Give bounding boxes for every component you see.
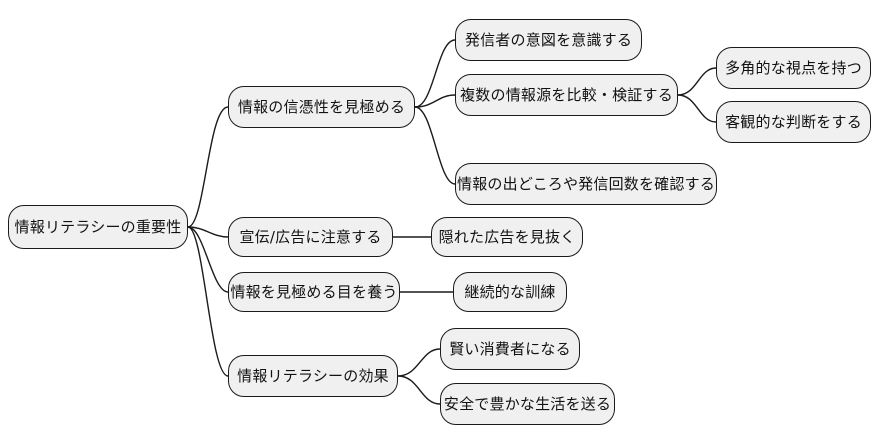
mindmap-edge	[677, 67, 717, 96]
mindmap-edge	[187, 226, 229, 293]
mindmap-edge	[187, 226, 229, 377]
mindmap-edge	[187, 226, 229, 238]
mindmap-node-n1b2[interactable]: 客観的な判断をする	[716, 101, 871, 143]
mindmap-node-n3[interactable]: 情報を見極める目を養う	[228, 272, 400, 312]
mindmap-edge	[397, 348, 441, 377]
mindmap-node-n1b1[interactable]: 多角的な視点を持つ	[716, 47, 871, 89]
mindmap-node-label: 情報リテラシーの重要性	[14, 217, 182, 236]
mindmap-edge	[397, 375, 441, 405]
mindmap-node-label: 情報を見極める目を養う	[230, 282, 398, 301]
mindmap-node-label: 継続的な訓練	[464, 282, 556, 301]
mindmap-node-n3a[interactable]: 継続的な訓練	[453, 272, 567, 312]
mindmap-node-label: 情報の信憑性を見極める	[237, 97, 406, 116]
mindmap-edge	[187, 106, 229, 228]
mindmap-node-label: 情報リテラシーの効果	[237, 366, 389, 385]
mindmap-edge	[677, 94, 717, 123]
mindmap-node-label: 発信者の意図を意識する	[464, 30, 633, 49]
mindmap-node-n1[interactable]: 情報の信憑性を見極める	[228, 86, 415, 128]
mindmap-node-label: 情報の出どころや発信回数を確認する	[457, 174, 715, 193]
mindmap-node-n4a[interactable]: 賢い消費者になる	[440, 328, 580, 370]
mindmap-node-n2a[interactable]: 隠れた広告を見抜く	[431, 217, 583, 257]
mindmap-node-n1b[interactable]: 複数の情報源を比較・検証する	[455, 74, 678, 116]
mindmap-node-label: 客観的な判断をする	[725, 112, 862, 131]
mindmap-node-n4[interactable]: 情報リテラシーの効果	[228, 355, 398, 397]
mindmap-node-n4b[interactable]: 安全で豊かな生活を送る	[440, 383, 615, 425]
mindmap-node-n1a[interactable]: 発信者の意図を意識する	[455, 19, 642, 61]
mindmap-node-label: 複数の情報源を比較・検証する	[460, 85, 673, 104]
mindmap-node-n1c[interactable]: 情報の出どころや発信回数を確認する	[455, 163, 717, 205]
mindmap-edge	[414, 94, 456, 108]
mindmap-node-label: 多角的な視点を持つ	[725, 58, 862, 77]
mindmap-edge	[414, 106, 456, 185]
mindmap-edge	[414, 39, 456, 108]
mindmap-node-label: 隠れた広告を見抜く	[438, 227, 576, 246]
mindmap-node-label: 宣伝/広告に注意する	[239, 227, 382, 246]
mindmap-node-label: 安全で豊かな生活を送る	[443, 394, 612, 413]
mindmap-root-node[interactable]: 情報リテラシーの重要性	[8, 205, 188, 249]
mindmap-node-label: 賢い消費者になる	[449, 339, 571, 358]
mindmap-node-n2[interactable]: 宣伝/広告に注意する	[228, 217, 393, 257]
